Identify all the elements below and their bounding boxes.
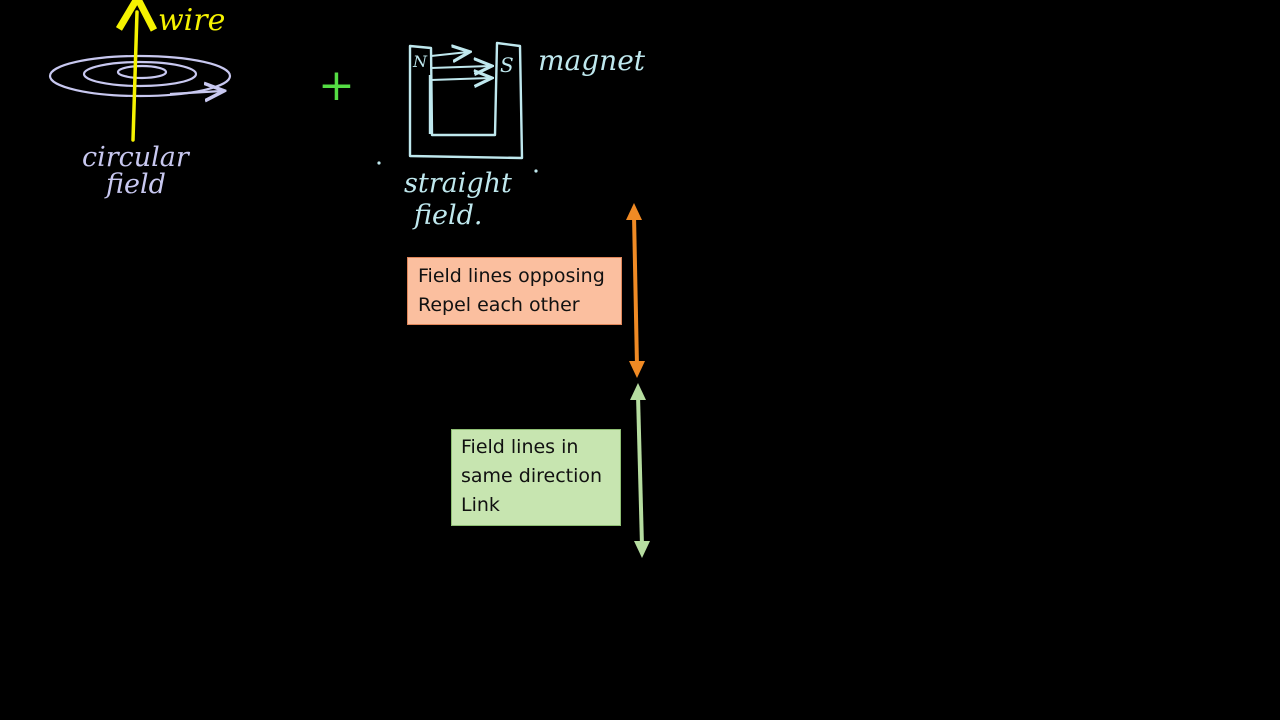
circular-field-diagram: wire circular field (48, 3, 232, 200)
link-arrow-head-bottom (634, 541, 650, 558)
repel-box-line2: Repel each other (418, 294, 580, 316)
link-box-line2: same direction (461, 465, 603, 487)
link-box-line1: Field lines in (461, 436, 579, 458)
magnet-north-pole-label: N (412, 52, 428, 71)
repel-arrow-head-bottom (629, 361, 645, 378)
wire-label: wire (158, 3, 225, 38)
magnet-field-line-3 (430, 78, 490, 80)
field-ring-inner (116, 64, 168, 80)
magnet-body (408, 41, 524, 160)
circular-field-label-line2: field (104, 169, 166, 200)
magnet-field-line-1 (430, 52, 468, 56)
plus-sign: + (318, 60, 355, 111)
magnet-diagram: N S magnet straight field. (377, 41, 646, 231)
magnet-label: magnet (538, 44, 646, 77)
repel-text-box: Field lines opposing Repel each other (407, 257, 622, 325)
magnet-south-pole-label: S (500, 53, 514, 77)
circular-field-label-line1: circular (82, 142, 191, 173)
circular-field-lines (48, 54, 232, 98)
repel-arrow-shaft (632, 214, 639, 367)
chalk-dot-left (377, 161, 381, 165)
magnet-field-line-2 (430, 66, 490, 68)
repel-box-line1: Field lines opposing (418, 265, 605, 287)
link-box-line3: Link (461, 494, 500, 516)
magnet-field-lines (430, 52, 490, 80)
straight-field-label-line1: straight (404, 168, 512, 199)
link-arrow-head-top (630, 383, 646, 400)
repel-double-arrow (626, 203, 645, 378)
field-direction-arrow (169, 91, 222, 94)
repel-arrow-head-top (626, 203, 642, 220)
magnet-outer-outline (408, 41, 524, 160)
straight-field-label-line2: field. (412, 200, 483, 231)
link-double-arrow (630, 383, 650, 558)
chalk-mark-right (534, 169, 538, 173)
link-text-box: Field lines in same direction Link (451, 429, 621, 526)
link-arrow-shaft (636, 394, 644, 547)
field-ring-outer (48, 54, 232, 98)
field-ring-middle (82, 60, 198, 88)
current-carrying-wire (133, 12, 137, 142)
